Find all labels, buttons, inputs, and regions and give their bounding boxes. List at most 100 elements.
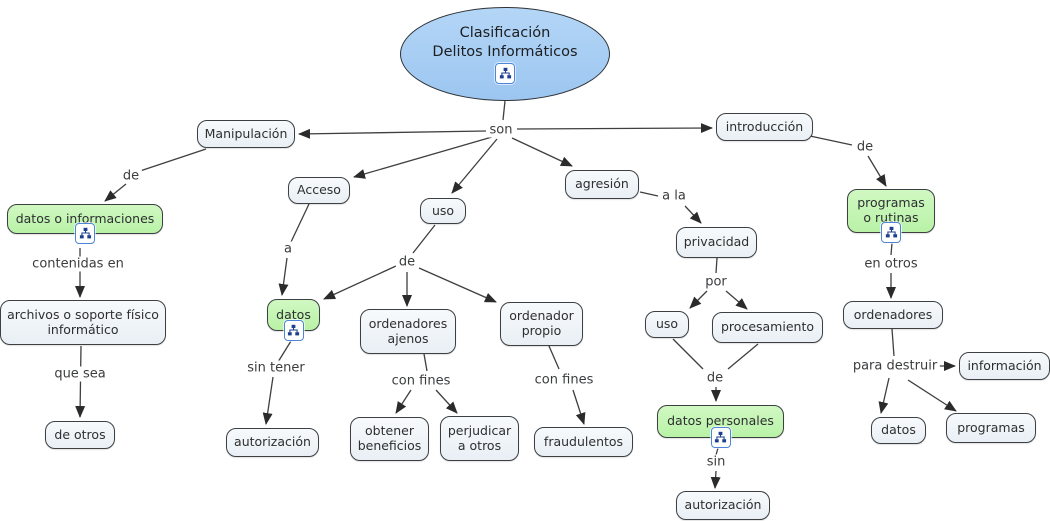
concept-uso[interactable]: uso (420, 198, 466, 224)
edge-arrow (684, 205, 702, 224)
link-label-son[interactable]: son (486, 122, 516, 138)
link-label-de-priv[interactable]: de (703, 370, 727, 386)
edge-arrow (710, 470, 721, 489)
edge-line (139, 148, 207, 172)
concept-label: información (967, 357, 1042, 373)
concept-label: programas (957, 419, 1025, 435)
edge-arrow (878, 377, 890, 414)
concept-label: privacidad (683, 234, 750, 250)
concept-label: archivos o soporte físico informático (7, 306, 159, 337)
concept-obtener-beneficios[interactable]: obtener beneficios (350, 417, 429, 461)
concept-datos-informaciones[interactable]: datos o informaciones (7, 204, 163, 244)
concept-datos[interactable]: datos (267, 299, 320, 341)
concept-procesamiento[interactable]: procesamiento (712, 312, 823, 343)
concept-programas-rutinas[interactable]: programas o rutinas (847, 189, 935, 243)
concept-label: uso (655, 316, 679, 332)
concept-uso-pequeno[interactable]: uso (645, 311, 689, 338)
resource-tree-icon[interactable] (881, 222, 901, 243)
link-label-contenidas-en[interactable]: contenidas en (29, 256, 127, 272)
concept-datos-der[interactable]: datos (871, 417, 926, 444)
link-label-sin-tener[interactable]: sin tener (244, 360, 308, 376)
concept-informacion[interactable]: información (959, 352, 1050, 380)
concept-label: agresión (575, 176, 629, 192)
resource-tree-icon[interactable] (710, 427, 731, 448)
link-label-para-destruir[interactable]: para destruir (849, 358, 941, 374)
edge-arrow (511, 137, 573, 167)
link-label-sin[interactable]: sin (703, 454, 729, 470)
edge-line (277, 340, 292, 363)
edge-line (809, 135, 853, 146)
edge-line (639, 191, 659, 197)
concept-label: ordenadores ajenos (368, 315, 448, 346)
concept-label: autorización (684, 497, 762, 513)
concept-archivos-soporte[interactable]: archivos o soporte físico informático (0, 300, 166, 345)
edge-arrow (867, 155, 887, 187)
edge-line (727, 343, 759, 370)
concept-label: datos o informaciones (15, 210, 155, 226)
link-label-a-la[interactable]: a la (659, 188, 689, 204)
concept-label: datos (881, 422, 916, 438)
link-label-de-izq[interactable]: de (119, 168, 143, 184)
concept-de-otros[interactable]: de otros (45, 421, 115, 449)
edge-line (548, 345, 560, 370)
edge-arrow (75, 345, 86, 418)
concept-autorizacion-izq[interactable]: autorización (226, 428, 319, 457)
edge-line (423, 353, 428, 372)
concept-datos-personales[interactable]: datos personales (657, 405, 784, 448)
concept-label: datos personales (667, 413, 774, 429)
edge-arrow (572, 389, 586, 425)
edge-line (890, 242, 893, 256)
edge-arrow (689, 290, 708, 309)
concept-fraudulentos[interactable]: fraudulentos (534, 427, 633, 457)
concept-label: Acceso (297, 182, 341, 198)
edge-arrow (516, 123, 713, 134)
concept-label: ordenador propio (509, 308, 574, 338)
concept-ordenadores[interactable]: ordenadores (843, 301, 943, 329)
link-label-con-fines-izq[interactable]: con fines (388, 373, 454, 389)
concept-perjudicar-otros[interactable]: perjudicar a otros (440, 416, 519, 461)
link-label-a[interactable]: a (281, 241, 295, 257)
concept-manipulacion[interactable]: Manipulación (197, 120, 295, 148)
concept-label: datos (276, 306, 311, 322)
concept-label: procesamiento (721, 319, 814, 335)
concept-autorizacion-der[interactable]: autorización (676, 491, 770, 520)
edge-arrow (353, 136, 493, 179)
resource-tree-icon[interactable] (283, 320, 304, 341)
link-label-por[interactable]: por (702, 274, 730, 290)
edge-arrow (298, 128, 487, 139)
concept-ordenador-propio[interactable]: ordenador propio (500, 302, 583, 346)
concept-ordenadores-ajenos[interactable]: ordenadores ajenos (360, 309, 456, 354)
link-label-de-uso[interactable]: de (395, 254, 419, 270)
edge-arrow (418, 267, 497, 303)
concept-privacidad[interactable]: privacidad (676, 227, 757, 258)
concept-introduccion[interactable]: introducción (716, 113, 813, 141)
edge-line (672, 338, 704, 370)
resource-tree-icon[interactable] (75, 223, 95, 244)
edge-arrow (907, 379, 957, 412)
edge-line (715, 447, 719, 456)
concept-label: obtener beneficios (357, 423, 422, 453)
root-concept-clasificacion-delitos-informaticos[interactable]: Clasificación Delitos Informáticos (400, 7, 610, 101)
edge-arrow (451, 138, 498, 194)
concept-agresion[interactable]: agresión (565, 170, 639, 199)
edge-line (891, 328, 895, 357)
concept-label: autorización (234, 434, 311, 450)
edge-arrow (104, 183, 127, 202)
edge-line (290, 203, 310, 243)
link-label-con-fines-der[interactable]: con fines (531, 372, 597, 388)
concept-label: fraudulentos (543, 433, 624, 449)
link-label-que-sea[interactable]: que sea (51, 366, 109, 382)
edge-line (502, 100, 506, 121)
link-label-de-der[interactable]: de (853, 139, 877, 155)
link-label-en-otros[interactable]: en otros (861, 256, 921, 272)
concept-label: perjudicar a otros (447, 422, 512, 453)
edge-line (412, 224, 436, 254)
resource-tree-icon[interactable] (495, 62, 515, 84)
root-concept-label: Clasificación Delitos Informáticos (432, 25, 578, 60)
concept-programas[interactable]: programas (946, 413, 1036, 443)
edge-arrow (278, 257, 289, 296)
edge-arrow (725, 290, 748, 310)
concept-acceso[interactable]: Acceso (288, 177, 350, 204)
